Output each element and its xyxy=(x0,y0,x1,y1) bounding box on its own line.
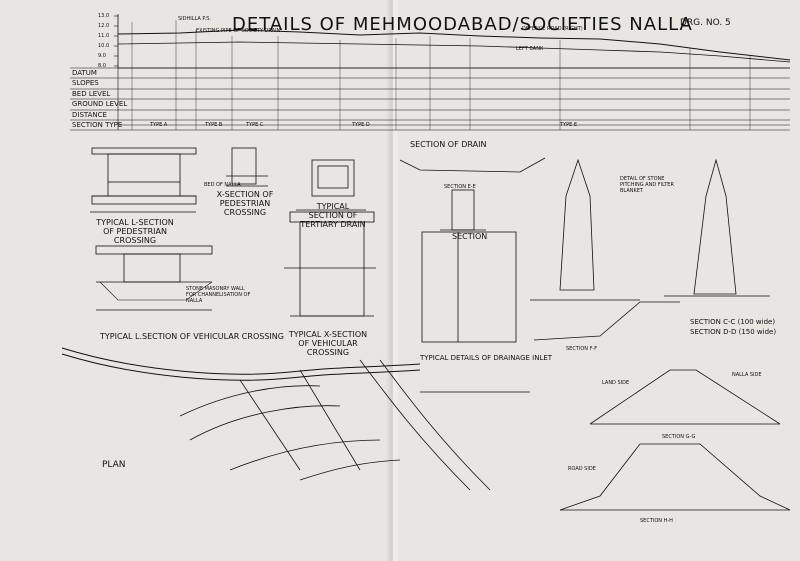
y-tick: 8.0 xyxy=(98,63,106,69)
row-label-slopes: SLOPES xyxy=(72,79,99,87)
profile-note: DEFENCE ROAD (RIGHT) xyxy=(522,26,583,32)
title-tertiary-drain: TYPICAL SECTION OF TERTIARY DRAIN xyxy=(300,202,366,229)
row-label-section-type: SECTION TYPE xyxy=(72,121,123,129)
note-land-side: LAND SIDE xyxy=(602,380,630,386)
row-label-datum: DATUM xyxy=(72,69,97,77)
y-tick: 12.0 xyxy=(98,23,110,29)
y-tick: 9.0 xyxy=(98,53,106,59)
profile-note: SIDHILLA P.S. xyxy=(178,16,212,22)
title-section-cc: SECTION C-C (100 wide) xyxy=(690,318,776,326)
row-label-bed-level: BED LEVEL xyxy=(72,90,111,98)
title-vehicular-l-section: TYPICAL L.SECTION OF VEHICULAR CROSSING xyxy=(100,332,284,341)
title-section-ff: SECTION F-F xyxy=(566,346,598,352)
title-section: SECTION xyxy=(452,232,488,241)
note-bed-of-nalla: BED OF NALLA xyxy=(204,182,241,188)
title-section-ee: SECTION E-E xyxy=(444,184,476,190)
y-tick: 11.0 xyxy=(98,33,110,39)
section-type: TYPE B xyxy=(205,122,223,128)
title-plan: PLAN xyxy=(102,460,126,470)
section-type: TYPE D xyxy=(352,122,370,128)
section-type: TYPE E xyxy=(560,122,578,128)
y-tick: 10.0 xyxy=(98,43,110,49)
title-section-gg: SECTION G-G xyxy=(662,434,696,440)
title-vehicular-x-section: TYPICAL X-SECTION OF VEHICULAR CROSSING xyxy=(288,330,368,357)
profile-note: LEFT BANK xyxy=(516,46,544,52)
title-section-of-drain: SECTION OF DRAIN xyxy=(410,140,487,149)
row-label-distance: DISTANCE xyxy=(72,111,107,119)
title-pedestrian-x-section: X-SECTION OF PEDESTRIAN CROSSING xyxy=(216,190,274,217)
section-type: TYPE A xyxy=(150,122,168,128)
title-section-dd: SECTION D-D (150 wide) xyxy=(690,328,777,336)
paper-fold xyxy=(386,0,400,561)
y-tick: 13.0 xyxy=(98,13,110,19)
section-type: TYPE C xyxy=(246,122,264,128)
drawing-number: DRG. NO. 5 xyxy=(680,18,731,28)
title-drainage-inlet: TYPICAL DETAILS OF DRAINAGE INLET xyxy=(420,354,553,362)
title-section-hh: SECTION H-H xyxy=(640,518,673,524)
drawing-title: DETAILS OF MEHMOODABAD/SOCIETIES NALLA xyxy=(232,14,693,35)
note-nalla-side: NALLA SIDE xyxy=(732,372,762,378)
note-stone-masonry: STONE MASONRY WALL FOR CHANNELISATION OF… xyxy=(186,286,251,304)
note-road-side: ROAD SIDE xyxy=(568,466,596,472)
note-stone-pitching: DETAIL OF STONE PITCHING AND FILTER BLAN… xyxy=(620,176,674,194)
title-pedestrian-l-section: TYPICAL L-SECTION OF PEDESTRIAN CROSSING xyxy=(96,218,174,245)
profile-note: EXISTING PIPE OF SOCIETY DRAIN xyxy=(196,28,281,34)
row-label-ground-level: GROUND LEVEL xyxy=(72,100,128,108)
